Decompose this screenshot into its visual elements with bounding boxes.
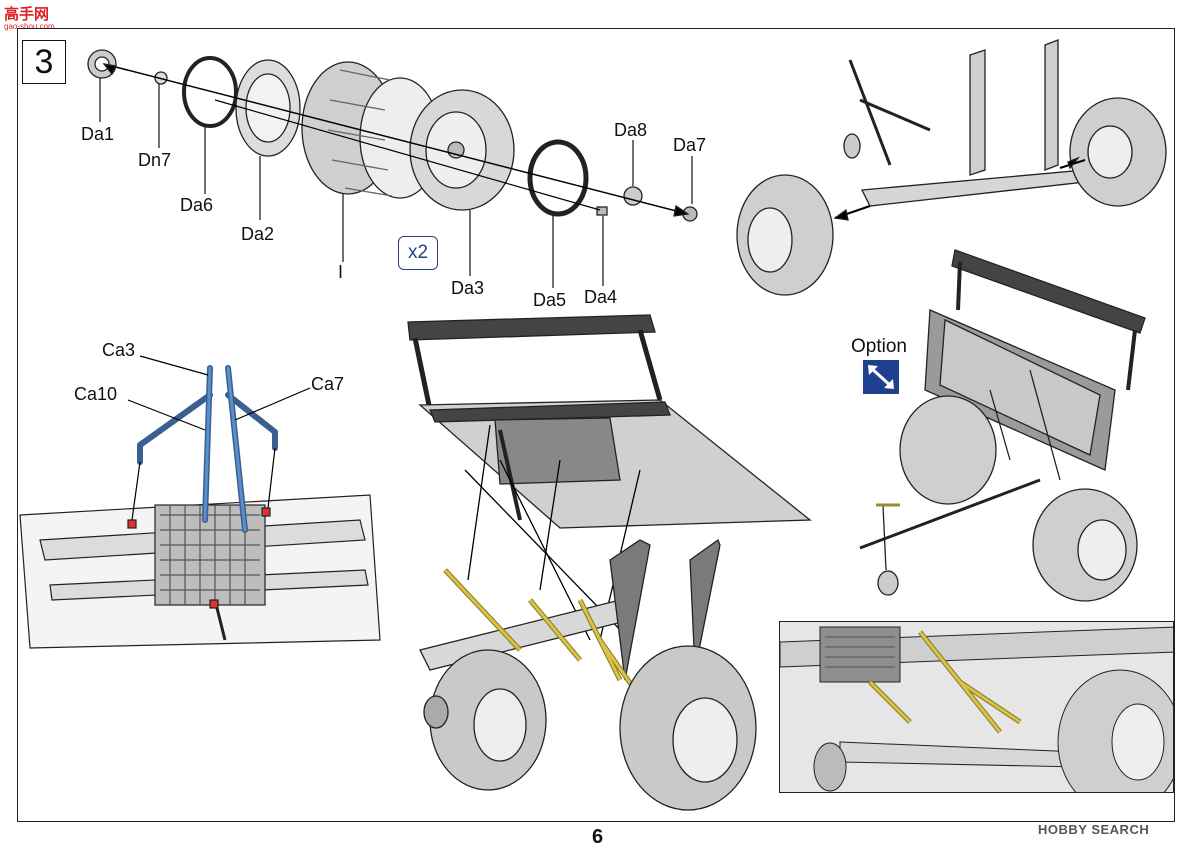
option-label: Option bbox=[851, 336, 907, 357]
part-label-da2: Da2 bbox=[241, 224, 275, 244]
part-label-ca7: Ca7 bbox=[311, 374, 345, 394]
detail-closeup-view bbox=[779, 621, 1174, 793]
part-label-da8: Da8 bbox=[614, 120, 648, 140]
part-label-ca3: Ca3 bbox=[102, 340, 136, 360]
part-label-da7: Da7 bbox=[673, 135, 707, 155]
part-label-da5: Da5 bbox=[533, 290, 567, 310]
part-label-i: I bbox=[338, 262, 344, 282]
frame-exploded-view bbox=[407, 314, 812, 811]
option-trailer-view bbox=[859, 249, 1146, 602]
part-label-da6: Da6 bbox=[180, 195, 214, 215]
part-label-da3: Da3 bbox=[451, 278, 485, 298]
part-label-dn7: Dn7 bbox=[138, 150, 172, 170]
quantity-badge: x2 bbox=[398, 236, 438, 270]
page-number: 6 bbox=[592, 826, 604, 848]
part-label-ca10: Ca10 bbox=[74, 384, 118, 404]
axle-assembly-view bbox=[736, 39, 1167, 296]
watermark-logo: 高手网 bbox=[4, 6, 50, 23]
step-number-box: 3 bbox=[22, 40, 66, 84]
part-label-da1: Da1 bbox=[81, 124, 115, 144]
watermark-url: gao-shou.com bbox=[4, 22, 55, 31]
deck-detail-view bbox=[19, 355, 381, 649]
option-arrows-icon bbox=[863, 360, 899, 394]
page-frame bbox=[17, 28, 1175, 822]
part-label-da4: Da4 bbox=[584, 287, 618, 307]
wheel-exploded-view bbox=[87, 49, 698, 288]
watermark-brand: HOBBY SEARCH bbox=[1038, 822, 1150, 837]
